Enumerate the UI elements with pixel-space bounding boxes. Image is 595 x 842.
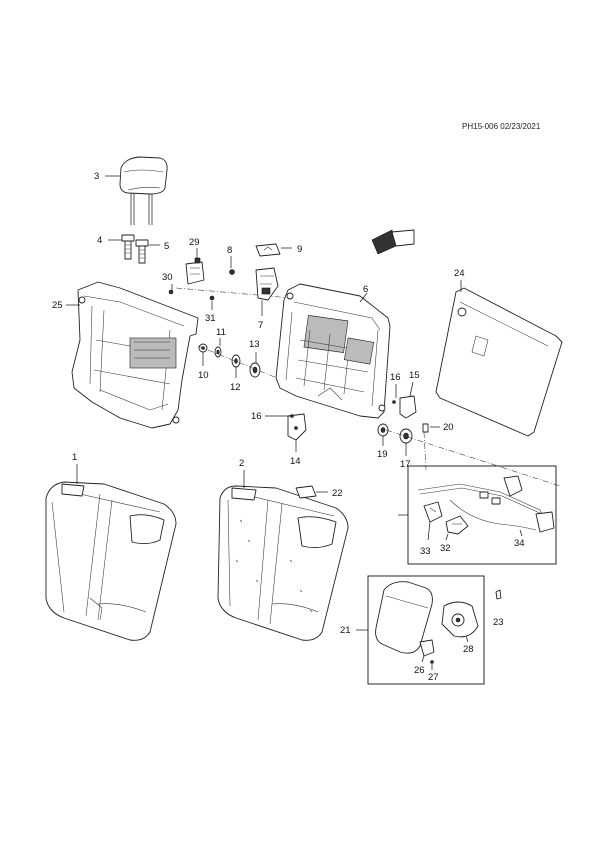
callout-29: 29	[189, 237, 200, 248]
headrest-guide-left	[121, 234, 135, 260]
callout-13: 13	[249, 339, 260, 350]
bolt-8	[229, 269, 235, 275]
callout-30: 30	[162, 272, 173, 283]
callout-15: 15	[409, 370, 420, 381]
callout-24: 24	[454, 268, 465, 279]
pivot-bearing-13	[249, 362, 261, 378]
callout-27: 27	[428, 672, 439, 683]
callout-21: 21	[340, 625, 351, 636]
front-direction-icon	[371, 229, 415, 255]
wiring-harness-34	[417, 475, 555, 533]
callout-7: 7	[258, 320, 263, 331]
headrest-guide-right	[135, 239, 149, 264]
clip-26	[419, 639, 435, 657]
pivot-bearing-17	[399, 428, 413, 444]
callout-12: 12	[230, 382, 241, 393]
callout-25: 25	[52, 300, 63, 311]
callout-10: 10	[198, 370, 209, 381]
left-seatback-frame	[71, 281, 199, 429]
callout-2: 2	[239, 458, 244, 469]
latch-bracket-29	[185, 257, 205, 285]
pivot-cover-14	[287, 413, 307, 441]
pivot-cover-15	[399, 395, 417, 419]
clip-23	[495, 589, 502, 600]
callout-6: 6	[363, 284, 368, 295]
pivot-spacer-12	[231, 354, 241, 368]
latch-mechanism-7	[255, 267, 279, 301]
callout-5: 5	[164, 241, 169, 252]
back-panel-24	[435, 287, 563, 437]
callout-28: 28	[463, 644, 474, 655]
callout-14: 14	[290, 456, 301, 467]
headrest-part	[119, 156, 168, 225]
callout-22: 22	[332, 488, 343, 499]
callout-3: 3	[94, 171, 99, 182]
callout-31: 31	[205, 313, 216, 324]
seatback-cushion-1	[45, 481, 177, 641]
callout-34: 34	[514, 538, 525, 549]
callout-4: 4	[97, 235, 102, 246]
callout-19: 19	[377, 449, 388, 460]
callout-20: 20	[443, 422, 454, 433]
callout-16a: 16	[251, 411, 262, 422]
connector-33	[423, 501, 443, 523]
armrest-cover-part	[375, 581, 433, 654]
callout-23: 23	[493, 617, 504, 628]
bezel-22	[295, 485, 317, 499]
callout-17: 17	[400, 459, 411, 470]
release-button-9	[255, 243, 281, 257]
document-code: PH15-006 02/23/2021	[462, 122, 541, 131]
callout-9: 9	[297, 244, 302, 255]
right-seatback-frame	[275, 283, 391, 419]
callout-26: 26	[414, 665, 425, 676]
pivot-washer-11	[214, 346, 222, 358]
callout-32: 32	[440, 543, 451, 554]
callout-1: 1	[72, 452, 77, 463]
seatback-cushion-2	[217, 485, 349, 641]
bracket-28	[441, 601, 479, 638]
clip-20	[422, 423, 429, 433]
callout-16b: 16	[390, 372, 401, 383]
sensor-32	[445, 515, 469, 535]
callout-8: 8	[227, 245, 232, 256]
callout-11: 11	[216, 327, 226, 338]
callout-33: 33	[420, 546, 431, 557]
